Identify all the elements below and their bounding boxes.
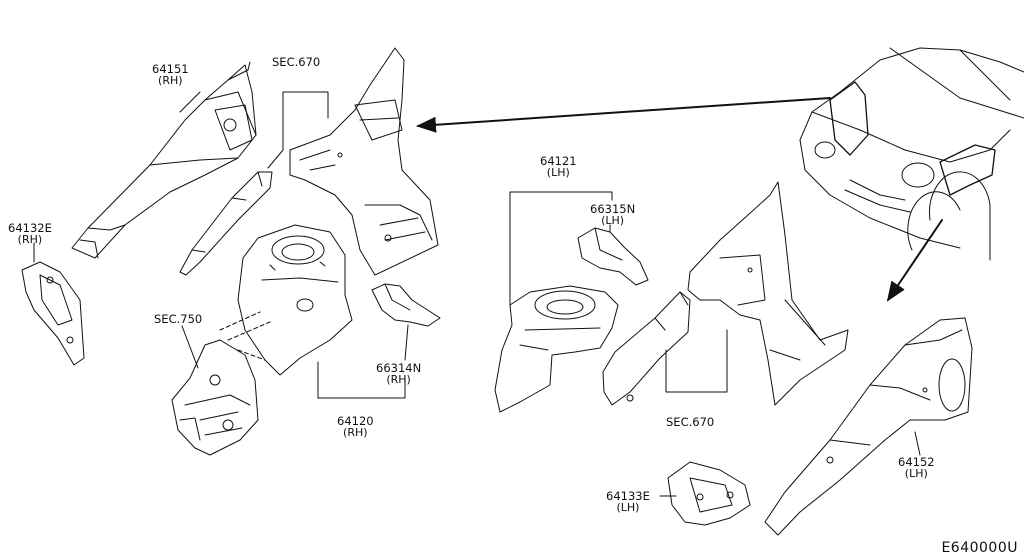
part-side: (LH) [616,501,640,514]
label-64121: 64121 (LH) [540,155,577,179]
section-ref: SEC.670 [666,415,715,429]
leader-sec750 [181,325,199,369]
label-64133e: 64133E (LH) [606,490,650,514]
part-64152-hoodledge-lh [764,317,973,536]
part-side: (LH) [546,166,570,179]
label-66315n: 66315N (LH) [590,203,635,227]
part-number: 64132E [8,221,52,235]
part-number: 64133E [606,489,650,503]
label-64152: 64152 (LH) [898,456,935,480]
part-number: 66315N [590,202,636,216]
arrow-to-lh [886,219,943,302]
part-bracket-rh [179,171,273,276]
section-ref: SEC.670 [272,55,321,69]
part-side: (RH) [386,373,411,386]
part-66314n-rh [371,283,441,327]
part-number: 64120 [337,414,374,428]
part-sec750-tray [171,339,259,456]
part-side: (RH) [17,233,43,246]
leader-64151 [179,91,201,113]
part-64121-strut-housing-lh [494,285,619,413]
part-64120-strut-housing-rh [237,224,353,376]
part-number: 64152 [898,455,935,469]
part-bracket-lh [602,291,691,406]
label-64132e: 64132E (RH) [8,222,52,246]
leader-sec670-bottom [665,329,728,393]
label-sec750: SEC.750 [154,313,202,325]
leader-64120 [317,361,406,399]
label-66314n: 66314N (RH) [376,362,421,386]
part-side: (LH) [601,214,625,227]
part-66315n-lh [577,227,649,286]
car-front-view [799,47,1024,261]
part-64133e-lh [667,461,751,526]
part-number: 64151 [152,62,189,76]
part-number: 64121 [540,154,577,168]
label-64120: 64120 (RH) [337,415,374,439]
part-side: (LH) [904,467,928,480]
leader-sec670-top [282,91,329,151]
part-side: (RH) [343,426,368,439]
section-ref: SEC.750 [154,312,203,326]
part-64132e-rh [21,261,85,366]
diagram-code: E640000U [941,540,1018,556]
part-64151-hoodledge-rh [71,61,257,259]
part-number: 66314N [376,361,422,375]
leader-66314n [404,324,409,361]
part-side: (RH) [158,74,183,87]
label-sec670-top: SEC.670 [272,56,320,68]
leader-64152 [914,431,921,456]
part-upper-apron-lh [687,181,849,406]
part-upper-apron-rh [289,47,439,276]
arrow-to-rh [416,97,831,133]
label-64151: 64151 (RH) [152,63,189,87]
leader-64121 [509,191,613,306]
label-sec670-bottom: SEC.670 [666,416,714,428]
